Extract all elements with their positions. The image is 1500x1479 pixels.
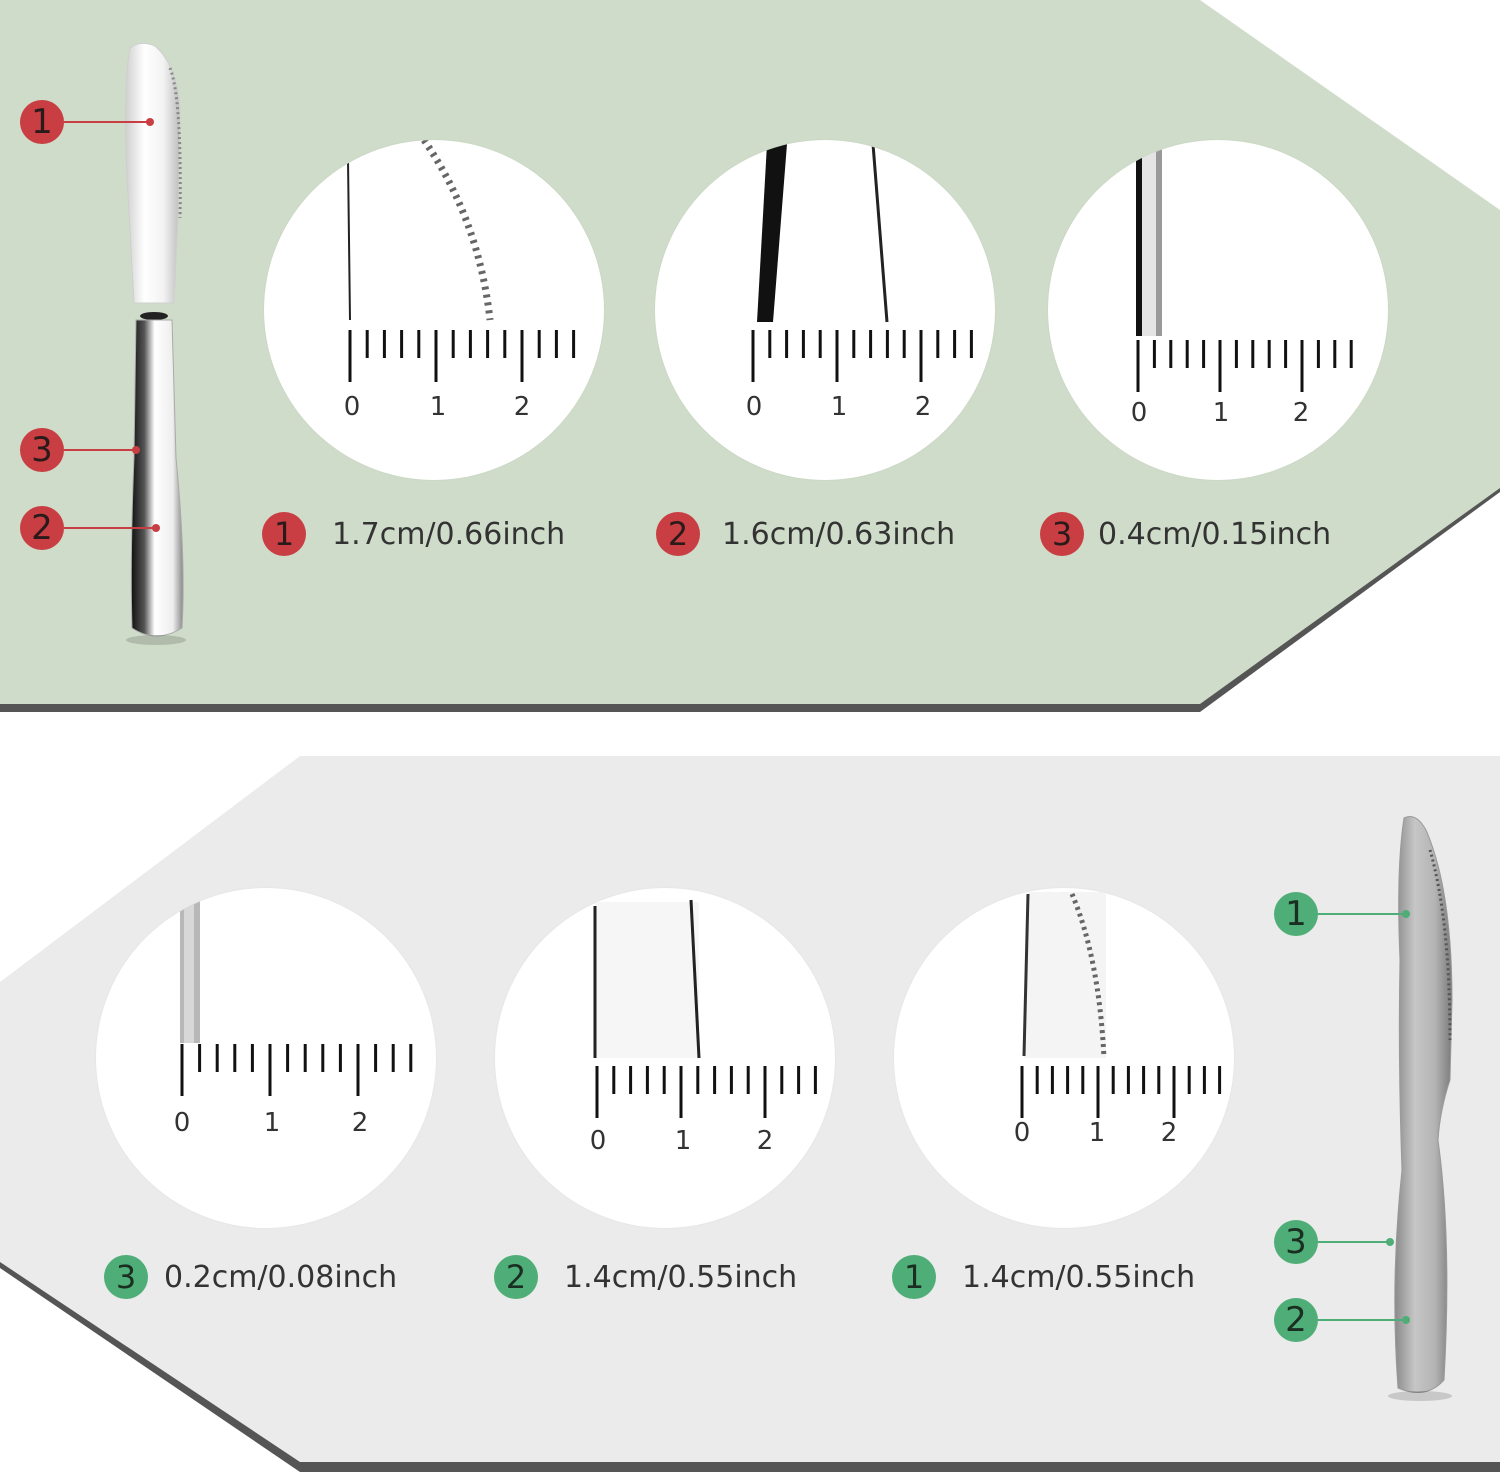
caption-1: 1 1.7cm/0.66inch	[262, 512, 565, 556]
blade-tip-illustration	[347, 140, 576, 382]
caption-badge: 2	[494, 1255, 538, 1299]
caption-measurement: 1.7cm/0.66inch	[332, 516, 566, 552]
ruler-label-2: 2	[914, 392, 932, 422]
callout-badge: 2	[1274, 1298, 1318, 1342]
caption-badge: 2	[656, 512, 700, 556]
ruler-label-1: 1	[1088, 1118, 1106, 1148]
caption-2: 2 1.4cm/0.55inch	[494, 1255, 797, 1299]
blade-tip-zoom-circle: 0 1 2	[264, 140, 604, 480]
leader-dot	[132, 446, 140, 454]
leader-line	[1318, 913, 1406, 915]
callout-badge: 3	[1274, 1220, 1318, 1264]
leader-dot	[146, 118, 154, 126]
callout-badge: 1	[1274, 892, 1318, 936]
ruler-label-1: 1	[674, 1126, 692, 1156]
ruler-label-2: 2	[513, 392, 531, 422]
ruler-label-2: 2	[351, 1108, 369, 1138]
callout-2: 2	[20, 506, 160, 550]
caption-measurement: 1.4cm/0.55inch	[962, 1259, 1196, 1295]
caption-3: 3 0.2cm/0.08inch	[104, 1255, 397, 1299]
caption-measurement: 1.6cm/0.63inch	[722, 516, 956, 552]
matte-knife-image	[1388, 816, 1453, 1401]
callout-3: 3	[20, 428, 140, 472]
caption-badge: 3	[1040, 512, 1084, 556]
bottom-panel: 0 1 2 0 1 2 0 1 2 3 0.2cm/0.08inch 2 1.4	[0, 750, 1500, 1479]
callout-badge: 3	[20, 428, 64, 472]
ruler-label-1: 1	[429, 392, 447, 422]
ruler-label-2: 2	[756, 1126, 774, 1156]
handle-neck-zoom-circle: 0 1 2	[96, 888, 436, 1228]
ruler-label-2: 2	[1292, 398, 1310, 428]
caption-measurement: 1.4cm/0.55inch	[564, 1259, 798, 1295]
callout-3: 3	[1274, 1220, 1394, 1264]
caption-measurement: 0.4cm/0.15inch	[1098, 516, 1332, 552]
leader-line	[1318, 1241, 1390, 1243]
ruler-label-0: 0	[343, 392, 361, 422]
caption-3: 3 0.4cm/0.15inch	[1040, 512, 1331, 556]
caption-2: 2 1.6cm/0.63inch	[656, 512, 955, 556]
blade-base-illustration	[751, 143, 973, 382]
ruler-label-0: 0	[173, 1108, 191, 1138]
ruler-label-2: 2	[1160, 1118, 1178, 1148]
blade-base-zoom-circle: 0 1 2	[495, 888, 835, 1228]
ruler-label-0: 0	[1130, 398, 1148, 428]
caption-badge: 3	[104, 1255, 148, 1299]
ruler-label-0: 0	[745, 392, 763, 422]
handle-neck-illustration	[1136, 146, 1353, 392]
callout-1: 1	[20, 100, 154, 144]
blade-base-illustration	[593, 899, 817, 1118]
ruler-label-1: 1	[263, 1108, 281, 1138]
ruler-label-0: 0	[1013, 1118, 1031, 1148]
ruler-label-0: 0	[589, 1126, 607, 1156]
callout-1: 1	[1274, 892, 1410, 936]
caption-badge: 1	[892, 1255, 936, 1299]
handle-neck-illustration	[180, 898, 413, 1096]
leader-dot	[1402, 1316, 1410, 1324]
leader-dot	[1386, 1238, 1394, 1246]
leader-line	[1318, 1319, 1406, 1321]
callout-2: 2	[1274, 1298, 1410, 1342]
caption-1: 1 1.4cm/0.55inch	[892, 1255, 1195, 1299]
ruler-label-1: 1	[1212, 398, 1230, 428]
handle-neck-zoom-circle: 0 1 2	[1048, 140, 1388, 480]
callout-badge: 2	[20, 506, 64, 550]
polished-knife-image	[125, 42, 186, 645]
caption-measurement: 0.2cm/0.08inch	[164, 1259, 398, 1295]
blade-tip-illustration	[1020, 892, 1222, 1118]
callout-badge: 1	[20, 100, 64, 144]
ruler-label-1: 1	[830, 392, 848, 422]
leader-line	[64, 121, 150, 123]
leader-dot	[1402, 910, 1410, 918]
top-panel: 1 3 2 0 1 2 0 1 2	[0, 0, 1500, 720]
leader-line	[64, 449, 136, 451]
blade-tip-zoom-circle: 0 1 2	[894, 888, 1234, 1228]
leader-dot	[152, 524, 160, 532]
leader-line	[64, 527, 156, 529]
blade-base-zoom-circle: 0 1 2	[655, 140, 995, 480]
caption-badge: 1	[262, 512, 306, 556]
